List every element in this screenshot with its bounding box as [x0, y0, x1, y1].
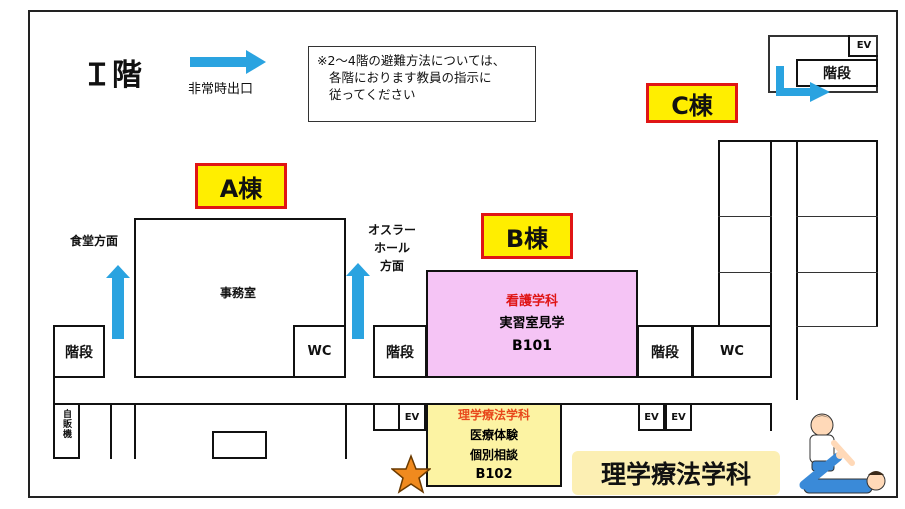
nursing-dept-label: 看護学科 — [505, 294, 558, 309]
wc-a: WC — [293, 325, 346, 378]
evacuation-note: ※2～4階の避難方法については、 各階におります教員の指示に 従ってください — [308, 46, 536, 122]
pt-dept-label: 理学療法学科 — [457, 408, 530, 422]
physical-therapist-illustration — [799, 413, 886, 494]
pt-activity-2: 個別相談 — [469, 448, 518, 462]
pt-dept-banner: 理学療法学科 — [572, 451, 780, 495]
building-a-tag: A棟 — [195, 163, 287, 209]
nursing-room-b101[interactable]: 看護学科 実習室見学 B101 — [426, 270, 638, 378]
c-room-1 — [718, 140, 772, 326]
note-line-3: 従ってください — [329, 87, 416, 102]
lower-doorway — [212, 431, 267, 459]
lower-wall-a — [110, 403, 112, 459]
lower-wall-b — [373, 403, 398, 431]
c-divider-3 — [796, 216, 878, 217]
note-line-2: 各階におります教員の指示に — [329, 70, 492, 85]
lower-corridor-c — [692, 403, 772, 431]
pt-room-b102[interactable]: 理学療法学科 医療体験 個別相談 B102 — [426, 403, 562, 487]
pt-room-number: B102 — [475, 467, 513, 482]
star-icon — [391, 454, 431, 494]
ev-c2: EV — [665, 403, 692, 431]
vending-machine: 自販機 — [53, 403, 80, 459]
note-line-1: ※2～4階の避難方法については、 — [317, 53, 506, 68]
wc-c: WC — [692, 325, 772, 378]
c-divider-5 — [796, 326, 878, 327]
building-b-tag: B棟 — [481, 213, 573, 259]
lower-room-a — [134, 403, 347, 459]
hall-line-1: オスラー — [367, 223, 416, 237]
hall-line-2: ホール — [373, 241, 410, 255]
exit-arrow-icon — [776, 66, 830, 102]
stairs-a: 階段 — [53, 325, 105, 378]
ev-b: EV — [398, 403, 426, 431]
exit-legend-label: 非常時出口 — [188, 82, 254, 97]
cafeteria-direction: 食堂方面 — [70, 234, 119, 248]
nursing-room-number: B101 — [512, 338, 552, 354]
ev-c1: EV — [638, 403, 665, 431]
lower-corridor-a — [53, 403, 373, 459]
hall-line-3: 方面 — [379, 259, 404, 273]
exit-arrow-icon — [346, 263, 370, 339]
mini-stairs-label: 階段 — [796, 59, 878, 87]
office-label: 事務室 — [220, 286, 257, 300]
c-corridor — [796, 140, 878, 400]
mini-ev-label: EV — [848, 35, 878, 57]
stairs-b: 階段 — [373, 325, 427, 378]
building-c-right-wall — [718, 140, 878, 326]
c-divider-1 — [718, 216, 772, 217]
floor-title: Ｉ階 — [82, 58, 142, 93]
corridor-line — [53, 377, 97, 403]
exit-arrow-icon — [190, 50, 266, 74]
exit-arrow-icon — [106, 265, 130, 339]
building-c-tag: C棟 — [646, 83, 738, 123]
nursing-activity-label: 実習室見学 — [499, 316, 565, 331]
vending-label: 自販機 — [61, 409, 71, 439]
c-divider-2 — [718, 272, 772, 273]
pt-activity-1: 医療体験 — [469, 428, 518, 442]
c-divider-4 — [796, 272, 878, 273]
osler-hall-direction: オスラー ホール 方面 — [365, 221, 419, 275]
stairs-c: 階段 — [637, 325, 693, 378]
lower-corridor-b — [562, 403, 638, 431]
